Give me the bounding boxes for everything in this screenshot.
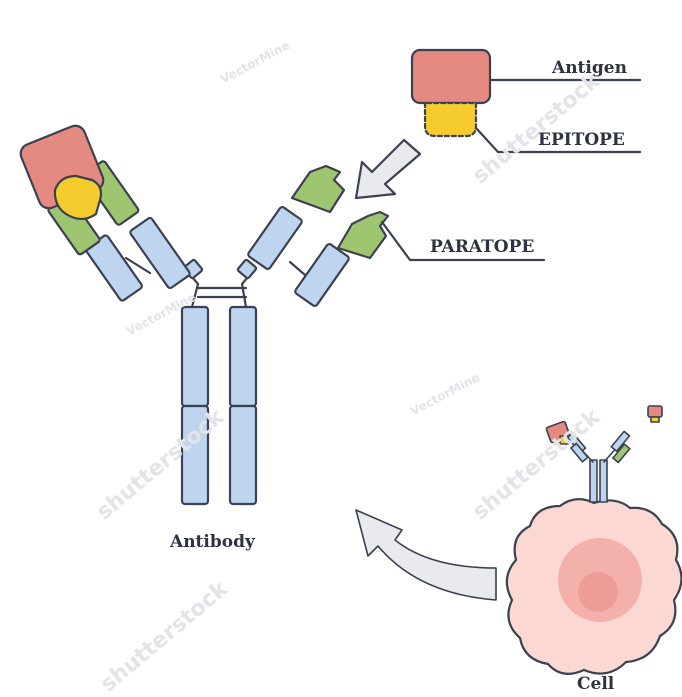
epitope-label: EPITOPE <box>538 130 625 150</box>
left-arm-heavy-constant <box>129 217 190 289</box>
antigen-label: Antigen <box>552 58 627 78</box>
heavy-chain-stem-right-upper <box>230 307 256 406</box>
cell-icon <box>507 406 682 674</box>
right-arm-heavy-constant <box>247 206 303 270</box>
epitope-icon <box>425 103 476 136</box>
antibody-icon <box>18 123 388 504</box>
cell-label: Cell <box>577 674 614 694</box>
paratope-label: PARATOPE <box>430 237 534 257</box>
right-arm-heavy-variable <box>292 166 344 212</box>
right-arm-light-constant <box>294 243 350 307</box>
antibody-label: Antibody <box>170 532 255 552</box>
heavy-chain-stem-left-upper <box>182 307 208 406</box>
right-arm-light-variable <box>338 212 388 258</box>
binding-arrow-icon <box>356 140 420 198</box>
production-arrow-icon <box>356 510 496 600</box>
antigen-icon <box>412 50 490 103</box>
heavy-chain-stem-right-lower <box>230 406 256 504</box>
